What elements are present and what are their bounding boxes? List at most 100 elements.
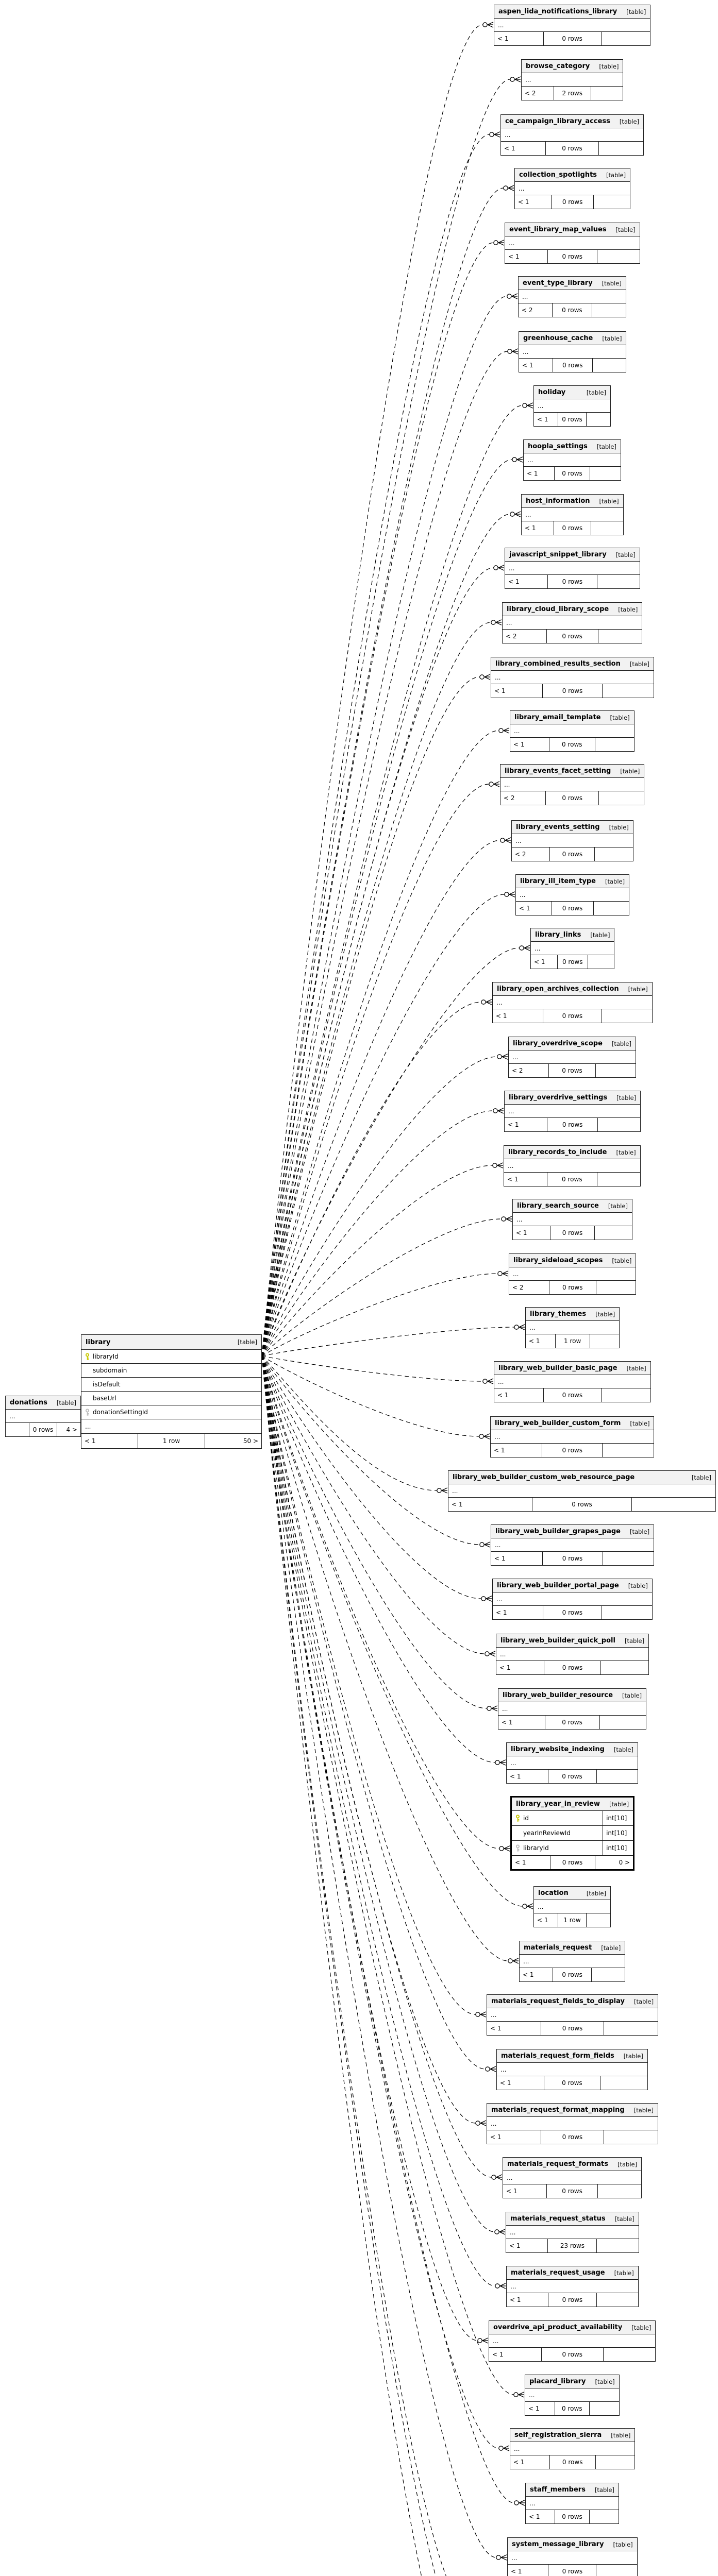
table-header[interactable]: library_search_source[table]: [513, 1199, 632, 1213]
table-header[interactable]: library_sideload_scopes[table]: [509, 1254, 636, 1267]
table-header[interactable]: ce_campaign_library_access[table]: [501, 115, 644, 128]
table-header[interactable]: placard_library[table]: [525, 2375, 619, 2388]
table-library_web_builder_custom_form[interactable]: library_web_builder_custom_form[table]..…: [490, 1416, 655, 1458]
table-library_web_builder_custom_web_resource_page[interactable]: library_web_builder_custom_web_resource_…: [448, 1470, 716, 1512]
table-library_web_builder_basic_page[interactable]: library_web_builder_basic_page[table]...…: [494, 1361, 651, 1402]
table-header[interactable]: holiday[table]: [534, 386, 610, 399]
table-header[interactable]: materials_request_formats[table]: [503, 2158, 642, 2171]
table-header[interactable]: hoopla_settings[table]: [524, 440, 621, 453]
table-header[interactable]: library_web_builder_basic_page[table]: [494, 1362, 650, 1375]
table-library_combined_results_section[interactable]: library_combined_results_section[table].…: [491, 657, 654, 698]
table-header[interactable]: aspen_lida_notifications_library[table]: [494, 5, 650, 19]
table-header[interactable]: library_web_builder_resource[table]: [498, 1689, 646, 1702]
table-header[interactable]: library_web_builder_custom_form[table]: [491, 1417, 654, 1430]
table-library_web_builder_resource[interactable]: library_web_builder_resource[table]...< …: [498, 1688, 647, 1730]
table-header[interactable]: greenhouse_cache[table]: [519, 332, 626, 345]
table-header[interactable]: library_overdrive_settings[table]: [505, 1091, 641, 1105]
table-header[interactable]: library_overdrive_scope[table]: [509, 1037, 636, 1050]
zero-circle-icon: [497, 1054, 502, 1059]
table-header[interactable]: library_email_template[table]: [510, 711, 634, 724]
table-overdrive_api_product_availability[interactable]: overdrive_api_product_availability[table…: [489, 2320, 656, 2362]
table-header[interactable]: library_combined_results_section[table]: [491, 657, 654, 671]
table-header[interactable]: library_themes[table]: [526, 1308, 620, 1321]
table-header[interactable]: library_events_setting[table]: [512, 821, 633, 834]
table-header[interactable]: materials_request_status[table]: [506, 2212, 639, 2226]
table-header[interactable]: library_web_builder_grapes_page[table]: [491, 1525, 654, 1538]
table-header[interactable]: event_library_map_values[table]: [505, 223, 640, 236]
table-header[interactable]: materials_request_usage[table]: [507, 2266, 638, 2280]
table-header[interactable]: self_registration_sierra[table]: [510, 2429, 635, 2442]
table-library_web_builder_grapes_page[interactable]: library_web_builder_grapes_page[table]..…: [491, 1524, 655, 1566]
table-header[interactable]: collection_spotlights[table]: [515, 168, 630, 182]
table-library_cloud_library_scope[interactable]: library_cloud_library_scope[table]...< 2…: [502, 602, 643, 643]
table-header[interactable]: library_records_to_include[table]: [504, 1146, 640, 1159]
table-header[interactable]: library_web_builder_quick_poll[table]: [496, 1634, 649, 1648]
table-library_web_builder_portal_page[interactable]: library_web_builder_portal_page[table]..…: [492, 1579, 653, 1620]
table-header[interactable]: library_cloud_library_scope[table]: [503, 603, 642, 616]
table-header[interactable]: host_information[table]: [522, 495, 623, 508]
table-library_events_facet_setting[interactable]: library_events_facet_setting[table]...< …: [500, 764, 645, 805]
table-header[interactable]: browse_category[table]: [522, 60, 623, 73]
table-header[interactable]: library_web_builder_custom_web_resource_…: [448, 1471, 715, 1484]
table-header[interactable]: materials_request[table]: [520, 1941, 625, 1955]
table-tag: [table]: [616, 1148, 636, 1156]
table-header[interactable]: library_web_builder_portal_page[table]: [493, 1579, 652, 1592]
table-header[interactable]: location[table]: [534, 1887, 610, 1900]
table-library_web_builder_quick_poll[interactable]: library_web_builder_quick_poll[table]...…: [496, 1634, 649, 1675]
table-header[interactable]: library_year_in_review[table]: [512, 1798, 633, 1811]
table-header[interactable]: library_events_facet_setting[table]: [500, 765, 644, 778]
table-header[interactable]: system_message_library[table]: [508, 2538, 637, 2551]
table-header[interactable]: library_ill_item_type[table]: [516, 875, 629, 888]
table-header[interactable]: javascript_snippet_library[table]: [505, 548, 640, 562]
table-header[interactable]: materials_request_fields_to_display[tabl…: [487, 1995, 658, 2008]
table-header[interactable]: library_links[table]: [531, 928, 614, 942]
table-header[interactable]: staff_members[table]: [526, 2483, 619, 2497]
table-header[interactable]: event_type_library[table]: [519, 277, 626, 290]
table-header[interactable]: library_website_indexing[table]: [507, 1743, 638, 1756]
table-aspen_lida_notifications_library[interactable]: aspen_lida_notifications_library[table].…: [494, 5, 651, 46]
table-header[interactable]: library[table]: [81, 1335, 261, 1350]
table-header[interactable]: overdrive_api_product_availability[table…: [489, 2321, 656, 2334]
table-library_open_archives_collection[interactable]: library_open_archives_collection[table].…: [492, 982, 653, 1023]
table-materials_request_fields_to_display[interactable]: materials_request_fields_to_display[tabl…: [487, 1994, 659, 2036]
table-header[interactable]: library_open_archives_collection[table]: [493, 982, 652, 996]
table-header[interactable]: materials_request_form_fields[table]: [497, 2049, 647, 2063]
table-header[interactable]: donations[table]: [6, 1396, 80, 1410]
table-materials_request_form_fields[interactable]: materials_request_form_fields[table]...<…: [496, 2049, 648, 2090]
table-header[interactable]: materials_request_format_mapping[table]: [487, 2104, 658, 2117]
table-materials_request_format_mapping[interactable]: materials_request_format_mapping[table].…: [487, 2103, 658, 2144]
